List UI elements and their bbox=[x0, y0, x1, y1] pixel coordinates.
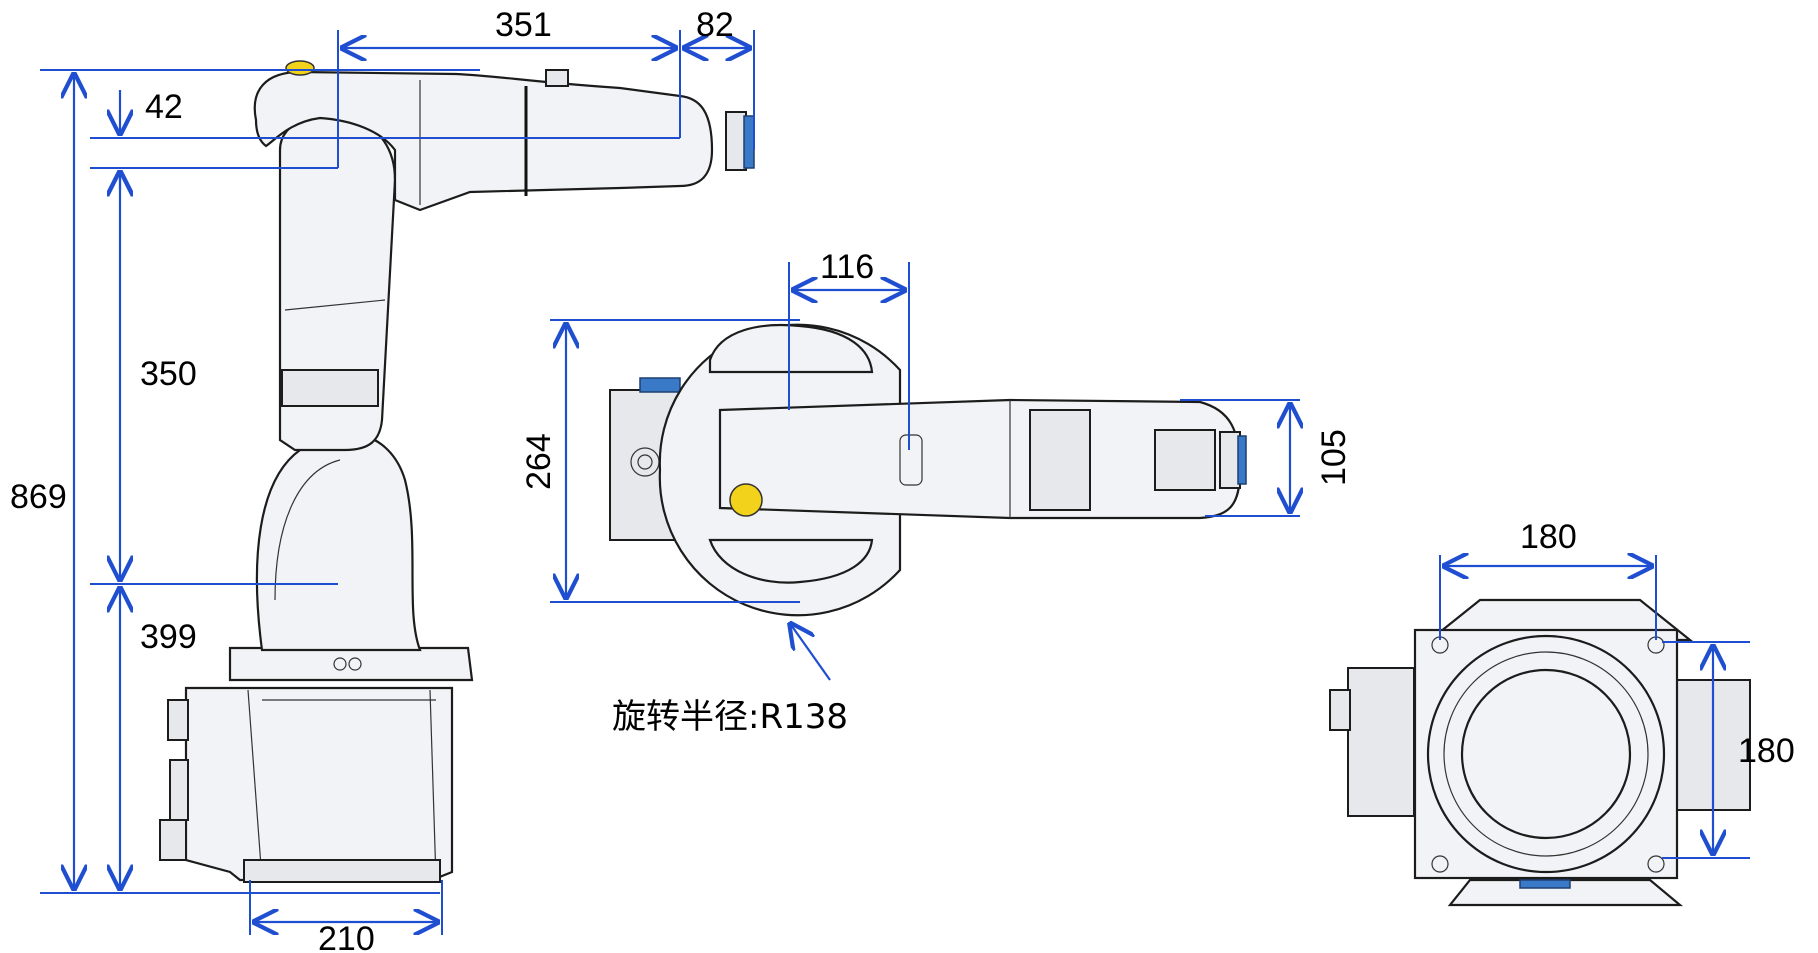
dim-label-105: 105 bbox=[1315, 429, 1353, 486]
dim-label-180-y: 180 bbox=[1738, 732, 1795, 770]
dim-label-350: 350 bbox=[140, 355, 197, 393]
dim-label-210: 210 bbox=[318, 920, 375, 953]
dim-label-180-x: 180 bbox=[1520, 518, 1577, 556]
side-view-robot bbox=[159, 60, 755, 883]
dim-label-351: 351 bbox=[495, 6, 552, 44]
base-view-robot bbox=[1329, 598, 1751, 907]
r138-annotation: 旋转半径:R138 bbox=[612, 697, 848, 737]
r138-leader bbox=[789, 622, 831, 681]
dim-label-264: 264 bbox=[520, 433, 558, 490]
dim-label-82: 82 bbox=[696, 6, 734, 44]
dim-label-42: 42 bbox=[145, 88, 183, 126]
dim-label-869: 869 bbox=[10, 478, 67, 516]
base-view-dimensions: 180 180 bbox=[1439, 518, 1795, 859]
dim-label-116: 116 bbox=[820, 248, 874, 286]
side-view-dimensions: 351 82 42 869 350 399 210 bbox=[10, 6, 755, 953]
dim-label-399: 399 bbox=[140, 618, 197, 656]
top-view-robot bbox=[609, 323, 1247, 617]
top-view-dimensions: 116 264 105 旋转半径:R138 bbox=[520, 248, 1353, 737]
